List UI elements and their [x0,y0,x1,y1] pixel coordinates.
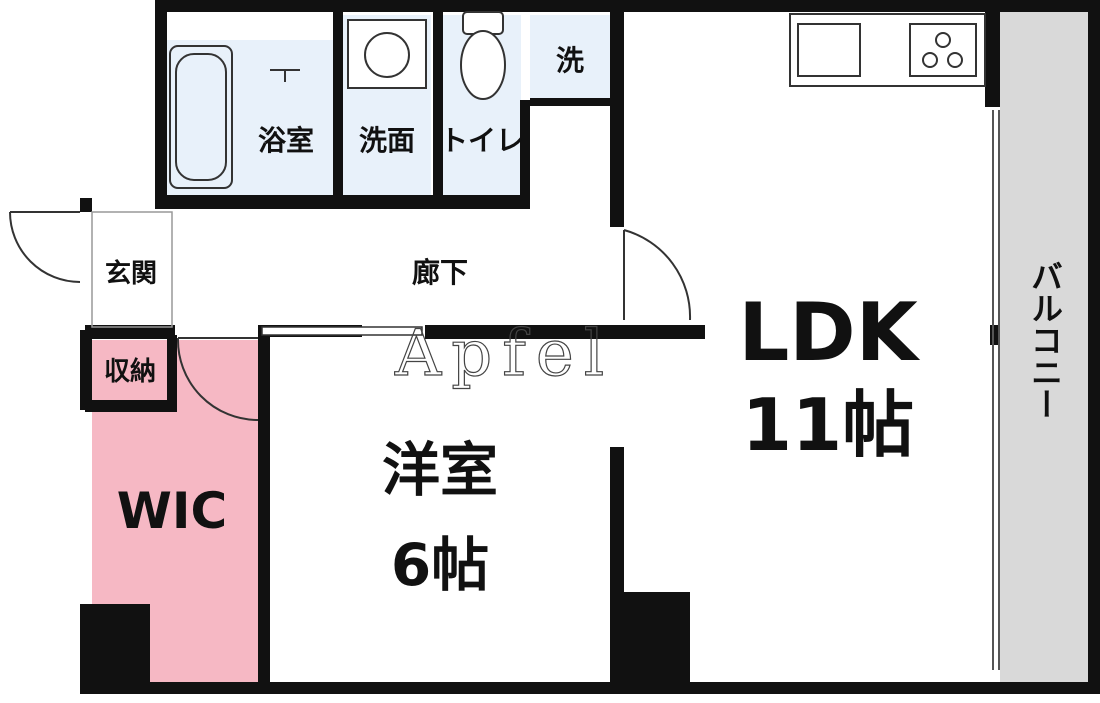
label-laundry: 洗 [556,44,584,77]
ldk-floor [622,12,996,682]
label-western-room: 洋室 [382,436,498,504]
label-washroom: 洗面 [359,124,415,157]
kitchen-counter [789,13,986,87]
bath-floor [163,40,333,195]
watermark: Apfel [394,317,614,391]
faucet-icon [270,69,300,82]
label-ldk: LDK [738,286,920,379]
entrance-door [9,211,81,283]
label-ldk-size: 11帖 [742,383,914,467]
label-toilet: トイレ [440,124,524,157]
sliding-door [261,326,423,336]
stove-icon [922,32,963,68]
label-western-room-size: 6帖 [391,531,489,599]
label-wic: WIC [117,482,227,540]
label-bath: 浴室 [258,124,314,157]
sink-icon [347,19,427,89]
toilet-icon [460,11,506,100]
bedroom-door [176,337,259,421]
entrance-step [91,211,173,328]
laundry-floor [530,15,610,103]
label-storage: 収納 [104,356,156,387]
label-entrance: 玄関 [105,258,157,289]
label-balcony: バルコニー [1026,260,1064,420]
balcony-floor [1000,10,1090,688]
label-hallway: 廊下 [412,256,468,289]
ldk-door [623,229,692,321]
bathtub-icon [169,45,233,189]
balcony-windows [992,110,1000,670]
